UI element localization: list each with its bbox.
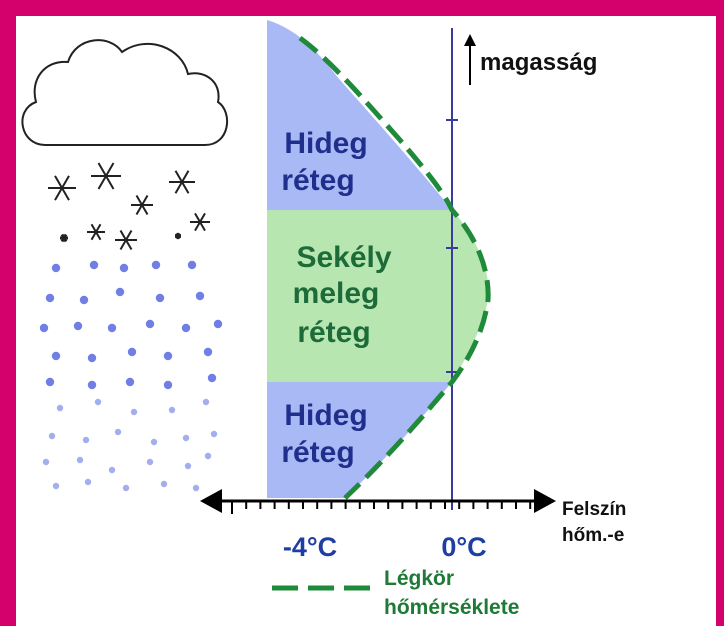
- snowflake-group: [48, 162, 210, 251]
- warm-layer-label-1: Sekély: [296, 241, 391, 274]
- sleet-drop: [89, 260, 99, 270]
- snowflake-icon: [131, 194, 153, 216]
- sleet-drop: [207, 373, 217, 383]
- axis-ticks: [231, 501, 532, 514]
- sleet-drop: [202, 398, 210, 406]
- sleet-drop: [192, 484, 200, 492]
- snowflake-icon: [91, 162, 121, 190]
- sleet-drop: [184, 462, 192, 470]
- sleet-drop: [56, 404, 64, 412]
- sleet-drop: [84, 478, 92, 486]
- tick-label-zero: 0°C: [441, 532, 486, 562]
- sleet-drop: [125, 377, 135, 387]
- snowflake-icon: [60, 233, 68, 243]
- sleet-drop: [203, 347, 213, 357]
- sleet-drop: [127, 347, 137, 357]
- sleet-drop: [48, 432, 56, 440]
- sleet-drop: [76, 456, 84, 464]
- warm-layer-label-2: meleg: [293, 277, 380, 310]
- sleet-drop: [122, 484, 130, 492]
- sleet-drop: [119, 263, 129, 273]
- surface-temp-label-1: Felszín: [562, 499, 626, 520]
- sleet-drop: [151, 260, 161, 270]
- sleet-drop: [182, 434, 190, 442]
- axis-arrow-left: [200, 489, 222, 513]
- altitude-arrow-head: [464, 34, 476, 46]
- sleet-drop: [94, 398, 102, 406]
- cold-layer-top-label-1: Hideg: [284, 127, 367, 160]
- sleet-drop: [168, 406, 176, 414]
- sleet-drop: [160, 480, 168, 488]
- legend-label-1: Légkör: [384, 567, 454, 590]
- sleet-drop: [163, 351, 173, 361]
- snowflake-icon: [87, 223, 105, 241]
- sleet-drop: [145, 319, 155, 329]
- legend-label-2: hőmérséklete: [384, 596, 519, 619]
- cold-layer-top: [267, 20, 452, 210]
- sleet-drop: [107, 323, 117, 333]
- temperature-profile-curve: [298, 35, 491, 500]
- sleet-drop: [130, 408, 138, 416]
- sleet-drop: [39, 323, 49, 333]
- sleet-drop: [181, 323, 191, 333]
- sleet-drop: [51, 351, 61, 361]
- surface-temp-label-2: hőm.-e: [562, 525, 624, 546]
- sleet-drop: [213, 319, 223, 329]
- sleet-drop: [115, 287, 125, 297]
- sleet-drop: [73, 321, 83, 331]
- sleet-drop: [195, 291, 205, 301]
- warm-layer-label-3: réteg: [297, 316, 370, 349]
- sleet-drops-group: [39, 260, 223, 492]
- sleet-drop: [52, 482, 60, 490]
- warm-layer: [267, 210, 452, 382]
- sleet-drop: [45, 293, 55, 303]
- sleet-drop: [45, 377, 55, 387]
- sleet-drop: [210, 430, 218, 438]
- sleet-drop: [163, 380, 173, 390]
- sleet-drop: [114, 428, 122, 436]
- altitude-label: magasság: [480, 49, 597, 76]
- sleet-drop: [146, 458, 154, 466]
- sleet-drop: [42, 458, 50, 466]
- sleet-drop: [108, 466, 116, 474]
- sleet-drop: [82, 436, 90, 444]
- cold-layer-bottom-label-2: réteg: [281, 436, 354, 469]
- snowflake-icon: [115, 229, 137, 251]
- sleet-drop: [204, 452, 212, 460]
- snowflake-icon: [169, 170, 195, 194]
- sleet-drop: [79, 295, 89, 305]
- sleet-drop: [51, 263, 61, 273]
- tick-label-minus4: -4°C: [283, 532, 337, 562]
- cold-layer-bottom: [267, 382, 452, 498]
- sleet-drop: [87, 353, 97, 363]
- snowflake-icon: [175, 232, 181, 240]
- cold-layer-top-label-2: réteg: [281, 164, 354, 197]
- sleet-drop: [155, 293, 165, 303]
- snowflake-icon: [190, 212, 210, 232]
- cloud-icon: [21, 39, 228, 146]
- snowflake-icon: [48, 175, 76, 201]
- sleet-drop: [150, 438, 158, 446]
- sleet-drop: [187, 260, 197, 270]
- sleet-drop: [87, 380, 97, 390]
- axis-arrow-right: [534, 489, 556, 513]
- cold-layer-bottom-label-1: Hideg: [284, 399, 367, 432]
